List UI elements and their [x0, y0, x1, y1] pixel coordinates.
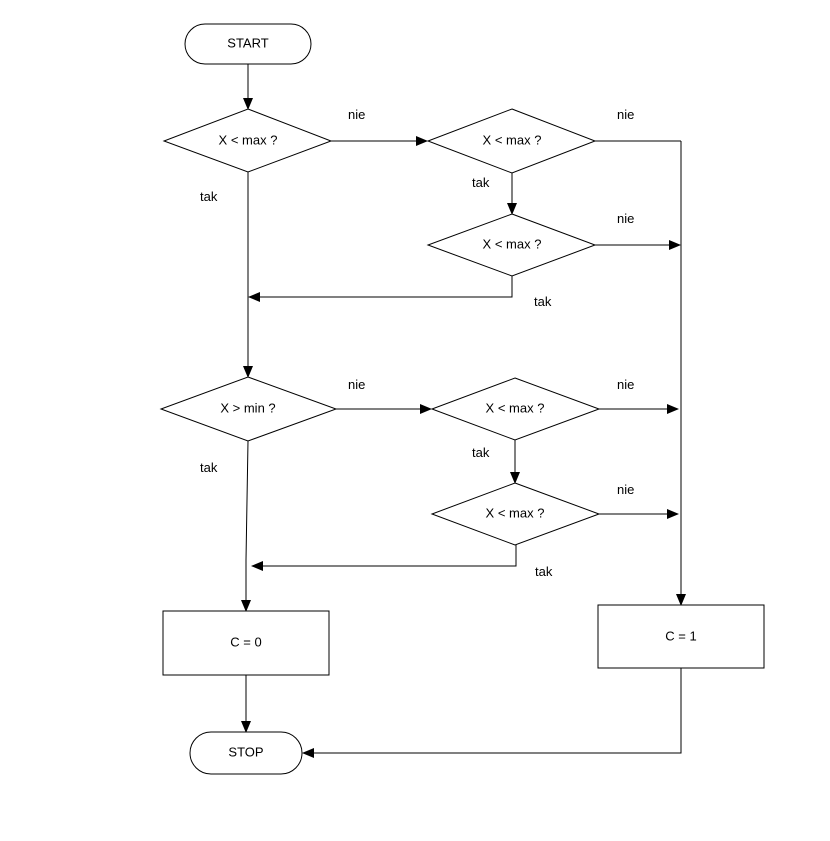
- decision-d5-label: X < max ?: [486, 400, 545, 415]
- decision-d3: X < max ?: [426, 213, 597, 277]
- connector-d3-yes: [248, 276, 513, 302]
- process-c0: C = 0: [162, 610, 330, 676]
- decision-d1-label: X < max ?: [219, 132, 278, 147]
- process-c0-label: C = 0: [230, 634, 261, 649]
- connector-d4-yes: [241, 440, 251, 612]
- edge-label-d5-yes: tak: [472, 445, 490, 460]
- process-c1-label: C = 1: [665, 628, 696, 643]
- edge-label-d3-no: nie: [617, 211, 634, 226]
- start-terminal: START: [184, 23, 312, 65]
- decision-d3-label: X < max ?: [483, 236, 542, 251]
- stop-label: STOP: [228, 744, 263, 759]
- edge-label-d3-yes: tak: [534, 294, 552, 309]
- edge-label-d4-yes: tak: [200, 460, 218, 475]
- edge-label-d6-yes: tak: [535, 564, 553, 579]
- edge-label-d2-yes: tak: [472, 175, 490, 190]
- start-label: START: [227, 35, 268, 50]
- edge-label-d4-no: nie: [348, 377, 365, 392]
- decision-d4: X > min ?: [159, 376, 338, 442]
- edge-label-d5-no: nie: [617, 377, 634, 392]
- decision-d4-label: X > min ?: [220, 400, 275, 415]
- edge-label-d2-no: nie: [617, 107, 634, 122]
- decision-d6-label: X < max ?: [486, 505, 545, 520]
- process-c1: C = 1: [597, 604, 765, 669]
- connector-c1-to-stop: [302, 668, 682, 758]
- decision-d2-label: X < max ?: [483, 132, 542, 147]
- edge-label-d1-yes: tak: [200, 189, 218, 204]
- edge-label-d1-no: nie: [348, 107, 365, 122]
- decision-d2: X < max ?: [426, 108, 597, 174]
- decision-d5: X < max ?: [430, 377, 601, 441]
- decision-d1: X < max ?: [162, 108, 333, 173]
- connector-d6-yes: [251, 545, 517, 571]
- decision-d6: X < max ?: [430, 482, 601, 546]
- edge-label-d6-no: nie: [617, 482, 634, 497]
- stop-terminal: STOP: [189, 731, 303, 775]
